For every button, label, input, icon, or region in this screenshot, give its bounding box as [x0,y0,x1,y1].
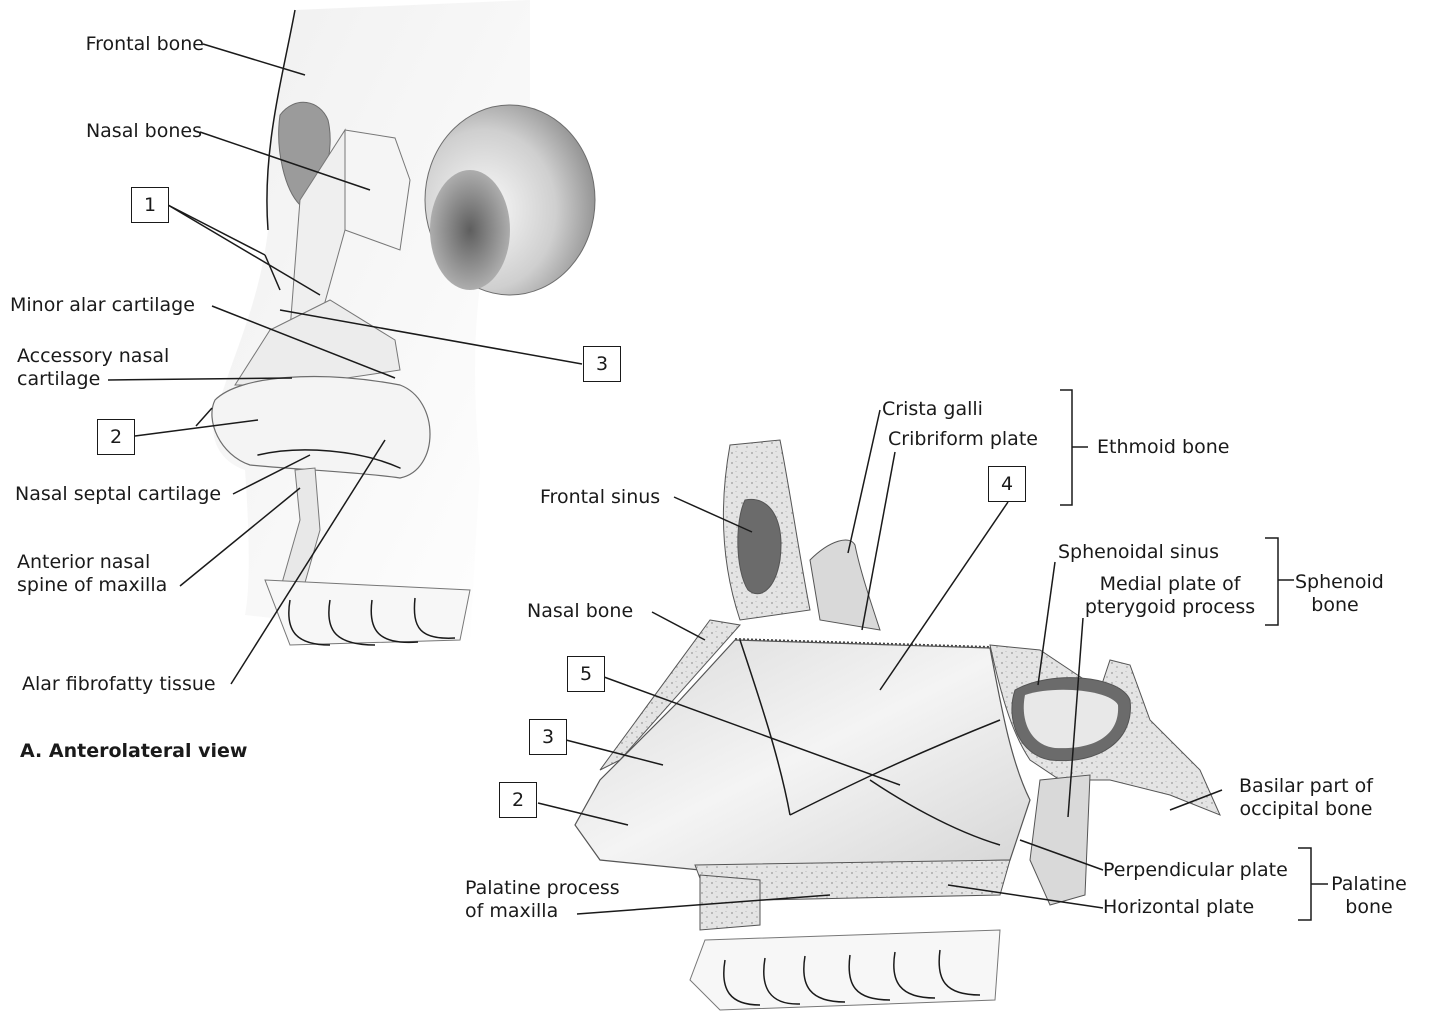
number-box-5: 5 [567,656,605,692]
label-cribriform-plate: Cribriform plate [888,428,1038,451]
label-crista-galli: Crista galli [882,398,983,421]
label-minor-alar-cartilage: Minor alar cartilage [10,294,195,317]
number-box-3-a: 3 [583,346,621,382]
view-a-illustration [212,0,595,645]
label-sphenoidal-sinus: Sphenoidal sinus [1058,541,1219,564]
label-anterior-nasal-spine: Anterior nasal spine of maxilla [17,551,167,597]
number-box-2-b: 2 [499,782,537,818]
label-horizontal-plate: Horizontal plate [1103,896,1254,919]
label-basilar-part: Basilar part of occipital bone [1222,775,1390,821]
label-frontal-sinus: Frontal sinus [540,486,660,509]
label-palatine-process: Palatine process of maxilla [465,877,620,923]
number-box-3-b: 3 [529,719,567,755]
caption-view-a: A. Anterolateral view [20,740,247,762]
label-perpendicular-plate: Perpendicular plate [1103,859,1288,882]
view-b-illustration [570,440,1220,1010]
label-medial-plate: Medial plate of pterygoid process [1072,573,1268,619]
label-ethmoid-bone: Ethmoid bone [1097,436,1229,459]
label-accessory-nasal-cartilage: Accessory nasal cartilage [17,345,169,391]
number-box-4: 4 [988,466,1026,502]
label-alar-fibrofatty-tissue: Alar fibrofatty tissue [22,673,216,696]
label-sphenoid-bone: Sphenoid bone [1295,571,1375,617]
label-palatine-bone: Palatine bone [1329,873,1409,919]
number-box-1: 1 [131,187,169,223]
label-nasal-bones: Nasal bones [86,120,202,143]
label-nasal-septal-cartilage: Nasal septal cartilage [15,483,221,506]
label-frontal-bone: Frontal bone [86,33,204,56]
number-box-2-a: 2 [97,419,135,455]
label-nasal-bone: Nasal bone [527,600,633,623]
